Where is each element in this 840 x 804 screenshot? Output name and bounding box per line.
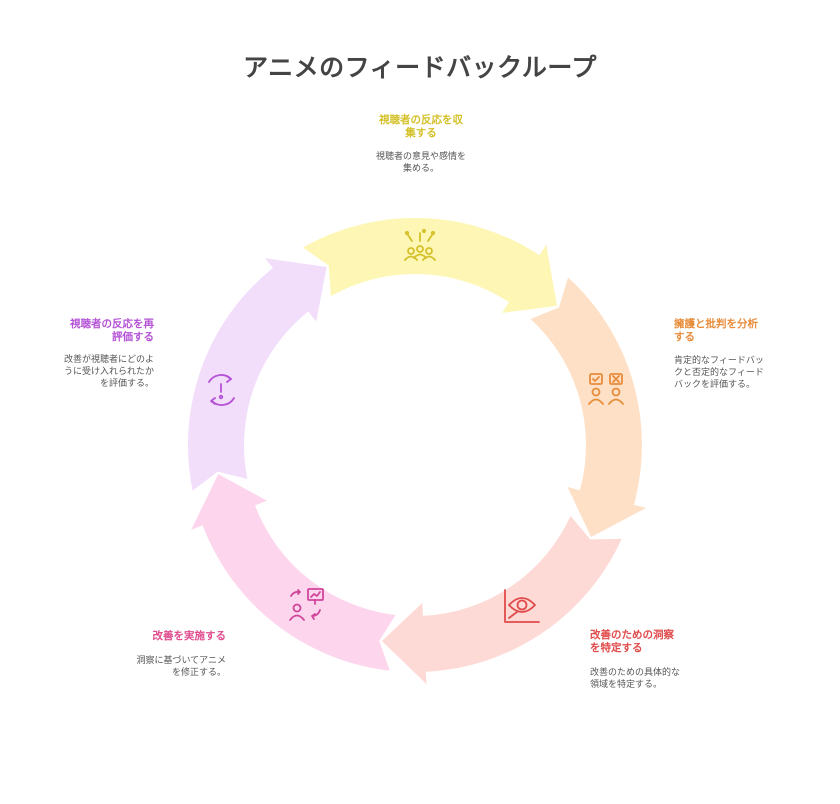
step-4-description: 洞察に基づいてアニメを修正する。 (136, 656, 226, 678)
cycle-arrow-step-3 (378, 512, 625, 690)
cycle-arrow-step-5 (186, 255, 329, 495)
step-1-label: 視聴者の反応を収集する (379, 114, 463, 139)
eye-chart-icon (504, 589, 540, 623)
cycle-arrow-step-1 (299, 216, 560, 316)
step-3-description: 改善のための具体的な領域を特定する。 (590, 668, 681, 690)
refresh-alert-icon (208, 374, 235, 406)
step-5-description: 改善が視聴者にどのように受け入れられたかを評価する。 (63, 355, 154, 389)
step-4-label: 改善を実施する (152, 630, 227, 642)
cycle-ring (186, 216, 652, 690)
cycle-arrow-step-4 (187, 471, 399, 673)
approve-reject-icon (588, 373, 624, 405)
step-5-label: 視聴者の反応を再評価する (70, 318, 154, 343)
audience-feedback-icon (404, 228, 436, 261)
step-2-label: 擁護と批判を分析する (674, 318, 758, 343)
step-1-description: 視聴者の意見や感情を集める。 (375, 152, 466, 174)
step-3-label: 改善のための洞察を特定する (590, 629, 674, 654)
step-2-description: 肯定的なフィードバックと否定的なフィードバックを評価する。 (674, 356, 764, 390)
cycle-arrow-step-2 (526, 273, 652, 540)
diagram-title: アニメのフィードバックループ (243, 53, 597, 82)
presentation-exchange-icon (289, 588, 324, 621)
